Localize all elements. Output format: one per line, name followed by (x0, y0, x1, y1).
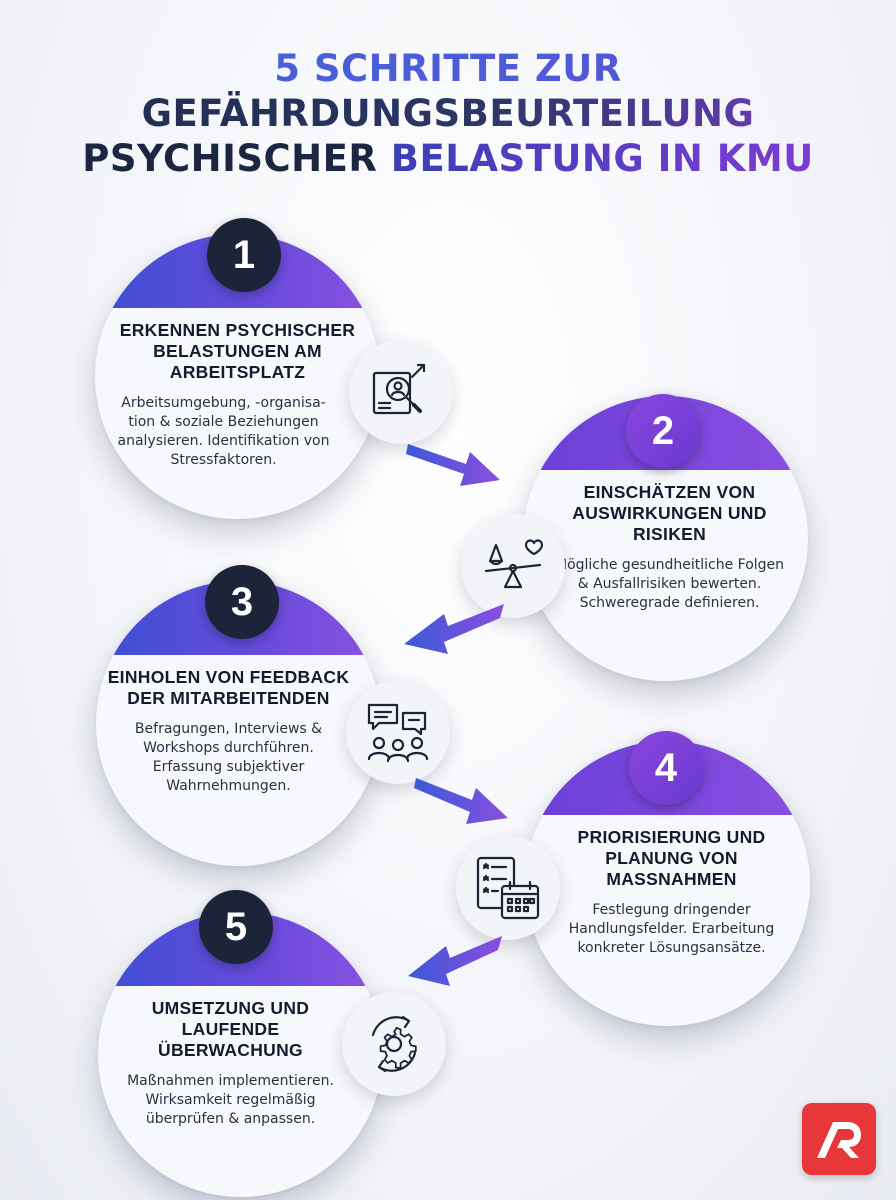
step-1-text: Arbeitsumgebung, -organisa-tion & sozial… (117, 395, 330, 468)
step-5-badge: 5 (199, 890, 273, 964)
step-2-icon-bubble (461, 514, 565, 618)
step-4-text: Festlegung dringender Handlungsfelder. E… (568, 902, 775, 956)
title-line-3: PSYCHISCHER BELASTUNG IN KMU (0, 136, 896, 181)
step-1-badge: 1 (207, 218, 281, 292)
title-line-2: GEFÄHRDUNGSBEURTEILUNG (0, 91, 896, 136)
step-2-badge: 2 (626, 394, 700, 468)
title-line-3b: BELASTUNG IN KMU (390, 137, 814, 180)
step-3-heading: EINHOLEN VON FEEDBACK DER MITARBEITENDEN (107, 667, 350, 708)
balance-scale-icon (484, 539, 544, 589)
team-feedback-icon (367, 703, 429, 763)
step-1-heading: ERKENNEN PSYCHISCHER BELASTUNGEN AM ARBE… (119, 320, 356, 382)
step-2-heading: EINSCHÄTZEN VON AUSWIRKUNGEN UND RISIKEN (572, 482, 767, 544)
gear-cycle-icon (371, 1015, 417, 1073)
step-4-icon-bubble (456, 836, 560, 940)
step-5-text: Maßnahmen implementieren. Wirksamkeit re… (127, 1073, 334, 1127)
analysis-search-icon (372, 363, 426, 415)
step-3-card: EINHOLEN VON FEEDBACK DER MITARBEITENDEN… (96, 581, 381, 866)
title-line-3a: PSYCHISCHER (82, 137, 378, 180)
step-3-icon-bubble (346, 680, 450, 784)
arrow-1-to-2 (406, 444, 500, 486)
step-4-heading: PRIORISIERUNG UND PLANUNG VON MASSNAHMEN (577, 827, 766, 889)
arrow-3-to-4 (414, 778, 508, 824)
step-3-badge: 3 (205, 565, 279, 639)
step-1-icon-bubble (349, 340, 453, 444)
arrow-2-to-3 (404, 604, 504, 654)
title-line-1: 5 SCHRITTE ZUR (0, 46, 896, 91)
checklist-calendar-icon (476, 856, 540, 920)
ar-logo (802, 1103, 876, 1175)
step-2-text: Mögliche gesundheitliche Folgen & Ausfal… (554, 557, 785, 611)
page-title: 5 SCHRITTE ZUR GEFÄHRDUNGSBEURTEILUNG PS… (0, 46, 896, 181)
step-5-icon-bubble (342, 992, 446, 1096)
step-5-heading: UMSETZUNG UND LAUFENDE ÜBERWACHUNG (151, 998, 310, 1060)
step-3-text: Befragungen, Interviews & Workshops durc… (134, 721, 323, 794)
step-4-badge: 4 (629, 731, 703, 805)
arrow-4-to-5 (408, 936, 502, 986)
ar-logo-icon (817, 1122, 861, 1158)
